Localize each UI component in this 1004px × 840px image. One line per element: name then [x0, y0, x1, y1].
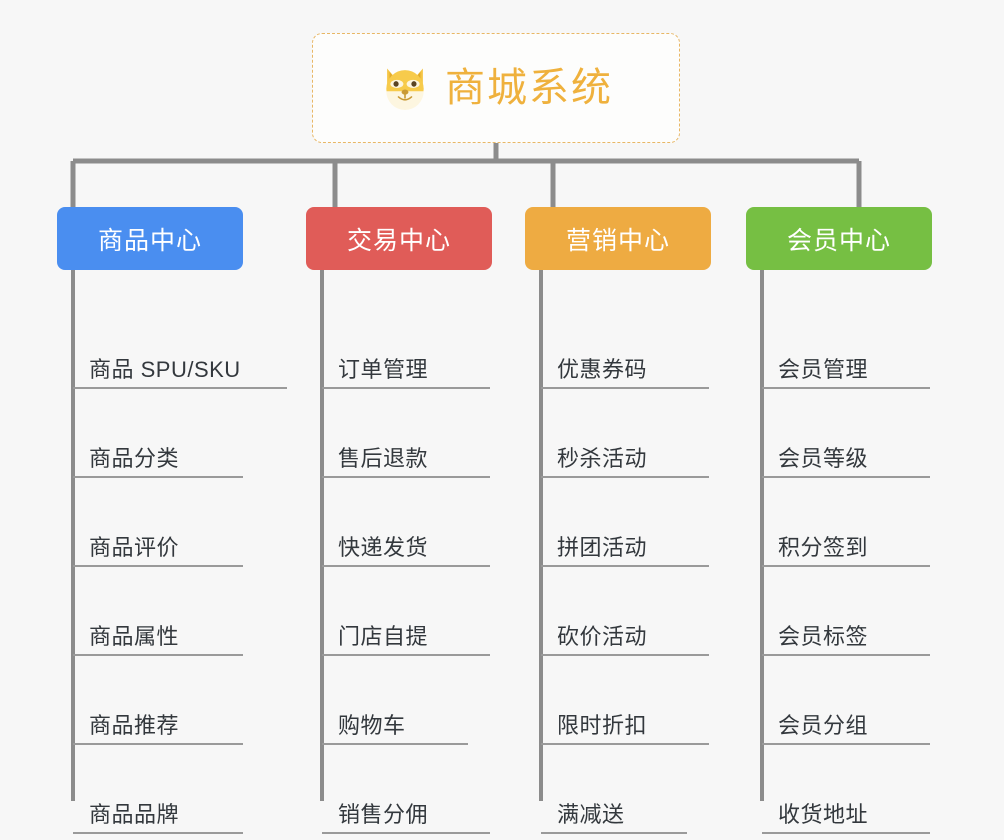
leaf-item[interactable]: 购物车	[322, 656, 468, 745]
leaf-label: 门店自提	[338, 623, 429, 649]
leaf-label: 销售分佣	[338, 801, 429, 827]
leaf-item[interactable]: 积分签到	[762, 478, 930, 567]
root-node[interactable]: 商城系统	[312, 33, 680, 143]
leaf-label: 会员标签	[778, 623, 869, 649]
leaf-item[interactable]: 订单管理	[322, 300, 490, 389]
leaf-label: 商品属性	[89, 623, 180, 649]
root-title: 商城系统	[445, 66, 613, 110]
leaf-item[interactable]: 门店自提	[322, 567, 490, 656]
leaf-label: 会员分组	[778, 712, 869, 738]
leaf-item[interactable]: 砍价活动	[541, 567, 709, 656]
leaf-label: 商品推荐	[89, 712, 180, 738]
leaf-label: 商品评价	[89, 534, 180, 560]
leaf-item[interactable]: 快递发货	[322, 478, 490, 567]
leaf-item[interactable]: 售后退款	[322, 389, 490, 478]
leaf-item[interactable]: 商品推荐	[73, 656, 243, 745]
leaf-item[interactable]: 会员分组	[762, 656, 930, 745]
branch-header-trade-center[interactable]: 交易中心	[306, 207, 492, 270]
leaf-label: 商品 SPU/SKU	[89, 356, 241, 382]
leaf-item[interactable]: 销售分佣	[322, 745, 490, 834]
leaf-label: 满减送	[557, 801, 625, 827]
leaf-item[interactable]: 优惠券码	[541, 300, 709, 389]
leaf-item[interactable]: 限时折扣	[541, 656, 709, 745]
leaf-item[interactable]: 会员管理	[762, 300, 930, 389]
leaf-label: 积分签到	[778, 534, 869, 560]
leaf-item[interactable]: 满减送	[541, 745, 687, 834]
shiba-inu-dog-face-icon	[379, 62, 431, 114]
leaf-item[interactable]: 商品品牌	[73, 745, 243, 834]
leaf-item[interactable]: 拼团活动	[541, 478, 709, 567]
branch-header-marketing-center[interactable]: 营销中心	[525, 207, 711, 270]
leaf-list-product-center: 商品 SPU/SKU 商品分类 商品评价 商品属性 商品推荐 商品品牌	[57, 270, 287, 834]
leaf-label: 优惠券码	[557, 356, 648, 382]
leaf-label: 拼团活动	[557, 534, 648, 560]
leaf-item[interactable]: 会员等级	[762, 389, 930, 478]
leaf-item[interactable]: 商品评价	[73, 478, 243, 567]
leaf-label: 订单管理	[338, 356, 429, 382]
leaf-list-marketing-center: 优惠券码 秒杀活动 拼团活动 砍价活动 限时折扣 满减送	[525, 270, 725, 834]
leaf-label: 限时折扣	[557, 712, 648, 738]
leaf-label: 秒杀活动	[557, 445, 648, 471]
leaf-item[interactable]: 会员标签	[762, 567, 930, 656]
leaf-label: 砍价活动	[557, 623, 648, 649]
leaf-item[interactable]: 秒杀活动	[541, 389, 709, 478]
branch-header-member-center[interactable]: 会员中心	[746, 207, 932, 270]
branch-label: 交易中心	[346, 226, 451, 255]
branch-label: 营销中心	[565, 226, 670, 255]
branch-label: 会员中心	[786, 226, 891, 255]
leaf-label: 会员等级	[778, 445, 869, 471]
leaf-list-member-center: 会员管理 会员等级 积分签到 会员标签 会员分组 收货地址	[746, 270, 946, 834]
leaf-label: 售后退款	[338, 445, 429, 471]
branch-marketing-center: 营销中心 优惠券码 秒杀活动 拼团活动 砍价活动 限时折扣 满减送	[525, 207, 725, 834]
leaf-item[interactable]: 收货地址	[762, 745, 930, 834]
leaf-item[interactable]: 商品分类	[73, 389, 243, 478]
branch-trade-center: 交易中心 订单管理 售后退款 快递发货 门店自提 购物车 销售分佣	[306, 207, 506, 834]
leaf-label: 会员管理	[778, 356, 869, 382]
branch-header-product-center[interactable]: 商品中心	[57, 207, 243, 270]
branch-label: 商品中心	[97, 226, 202, 255]
leaf-label: 商品分类	[89, 445, 180, 471]
leaf-label: 快递发货	[338, 534, 429, 560]
leaf-label: 收货地址	[778, 801, 869, 827]
branch-product-center: 商品中心 商品 SPU/SKU 商品分类 商品评价 商品属性 商品推荐 商品品牌	[57, 207, 287, 834]
leaf-item[interactable]: 商品 SPU/SKU	[73, 300, 287, 389]
branch-member-center: 会员中心 会员管理 会员等级 积分签到 会员标签 会员分组 收货地址	[746, 207, 946, 834]
leaf-label: 购物车	[338, 712, 406, 738]
leaf-list-trade-center: 订单管理 售后退款 快递发货 门店自提 购物车 销售分佣	[306, 270, 506, 834]
leaf-label: 商品品牌	[89, 801, 180, 827]
leaf-item[interactable]: 商品属性	[73, 567, 243, 656]
